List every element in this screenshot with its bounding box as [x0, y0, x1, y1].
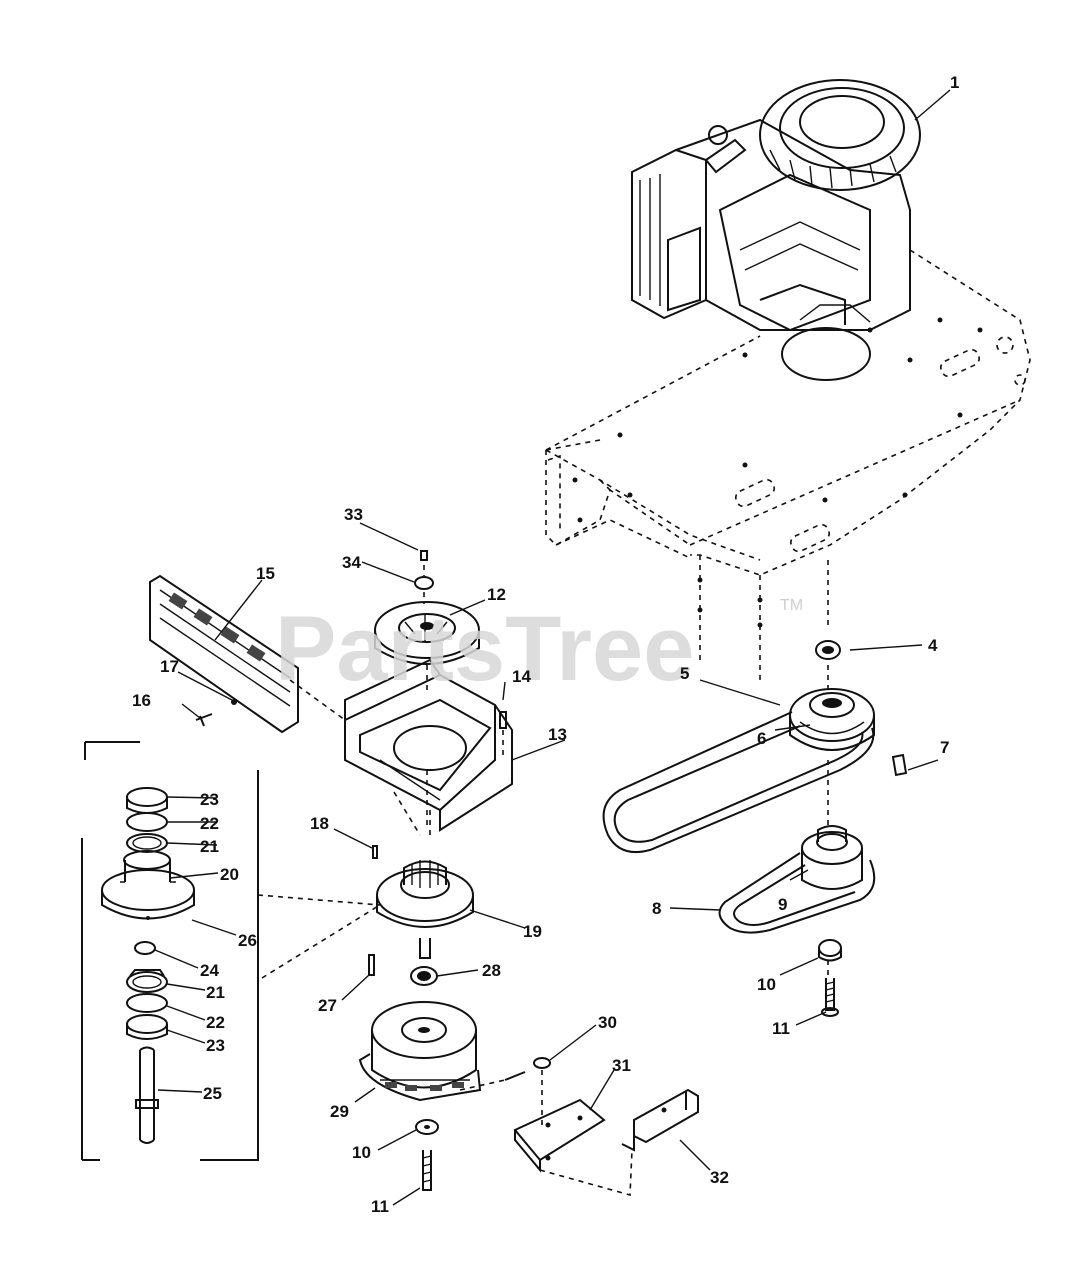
bracket-13	[344, 658, 513, 832]
callout-23-bottom[interactable]: 23	[206, 1036, 225, 1055]
callout-11-right[interactable]: 11	[772, 1019, 790, 1038]
belt-5	[602, 711, 875, 854]
callout-27[interactable]: 27	[318, 996, 337, 1015]
callout-24[interactable]: 24	[200, 961, 219, 980]
key-18	[372, 845, 378, 859]
callout-13[interactable]: 13	[548, 725, 567, 744]
callout-6[interactable]: 6	[757, 729, 766, 748]
inset-parts	[101, 787, 195, 1144]
callout-1[interactable]: 1	[950, 73, 959, 92]
assembly-lines	[257, 439, 601, 1091]
callout-23-top[interactable]: 23	[200, 790, 219, 809]
center-line-center	[423, 565, 504, 830]
washer-17	[231, 699, 237, 705]
callout-11-center[interactable]: 11	[371, 1197, 389, 1216]
callout-34[interactable]: 34	[342, 553, 361, 572]
callout-14[interactable]: 14	[512, 667, 531, 686]
watermark-text: PartsTree	[275, 598, 694, 700]
callout-8[interactable]: 8	[652, 899, 661, 918]
bolt-11-right	[821, 978, 839, 1017]
callout-17[interactable]: 17	[160, 657, 179, 676]
callout-18[interactable]: 18	[310, 814, 329, 833]
key-7	[891, 753, 908, 777]
callout-22-bottom[interactable]: 22	[206, 1013, 225, 1032]
callout-7[interactable]: 7	[940, 738, 949, 757]
callout-25[interactable]: 25	[203, 1084, 222, 1103]
callout-21-top[interactable]: 21	[200, 837, 219, 856]
callout-15[interactable]: 15	[256, 564, 275, 583]
callout-21-bottom[interactable]: 21	[206, 983, 225, 1002]
nut-4	[815, 640, 841, 660]
engine	[631, 79, 921, 381]
callout-31[interactable]: 31	[612, 1056, 631, 1075]
watermark: PartsTree TM	[275, 597, 803, 700]
callout-29[interactable]: 29	[330, 1102, 349, 1121]
callout-19[interactable]: 19	[523, 922, 542, 941]
bolt-11-center	[422, 1150, 432, 1191]
washer-10-right	[818, 939, 842, 962]
callout-9[interactable]: 9	[778, 895, 787, 914]
callout-4[interactable]: 4	[928, 636, 938, 655]
callout-28[interactable]: 28	[482, 961, 501, 980]
shield-15	[149, 574, 299, 734]
bolt-30	[504, 1057, 551, 1081]
inset-frame	[81, 741, 259, 1161]
pulley-19	[376, 860, 474, 959]
bolt-14	[499, 711, 507, 729]
bracket-31	[513, 1098, 606, 1173]
clutch-29	[358, 1001, 482, 1102]
bracket-32	[621, 1088, 699, 1152]
callout-10-right[interactable]: 10	[757, 975, 776, 994]
bolt-16	[195, 713, 213, 727]
key-27	[368, 954, 375, 976]
callout-33[interactable]: 33	[344, 505, 363, 524]
pulley-12	[374, 601, 480, 665]
callout-12[interactable]: 12	[487, 585, 506, 604]
pulley-6	[789, 688, 875, 751]
callout-labels: 1 4 5 6 7 8 9 10 11 10 11 12 13 14 15 16…	[132, 73, 959, 1216]
watermark-trademark: TM	[780, 597, 803, 614]
callout-20[interactable]: 20	[220, 865, 239, 884]
nut-28	[410, 966, 438, 986]
callout-32[interactable]: 32	[710, 1168, 729, 1187]
callout-30[interactable]: 30	[598, 1013, 617, 1032]
callout-22-top[interactable]: 22	[200, 814, 219, 833]
washer-10-center	[415, 1119, 439, 1135]
callout-5[interactable]: 5	[680, 664, 689, 683]
pulley-9	[718, 825, 876, 934]
center-line-right-brackets	[539, 1070, 633, 1197]
nut-33	[420, 550, 428, 561]
frame-plate	[545, 249, 1031, 680]
washer-34	[414, 576, 434, 590]
callout-26[interactable]: 26	[238, 931, 257, 950]
leader-lines	[154, 89, 951, 1206]
callout-16[interactable]: 16	[132, 691, 151, 710]
callout-10-center[interactable]: 10	[352, 1143, 371, 1162]
